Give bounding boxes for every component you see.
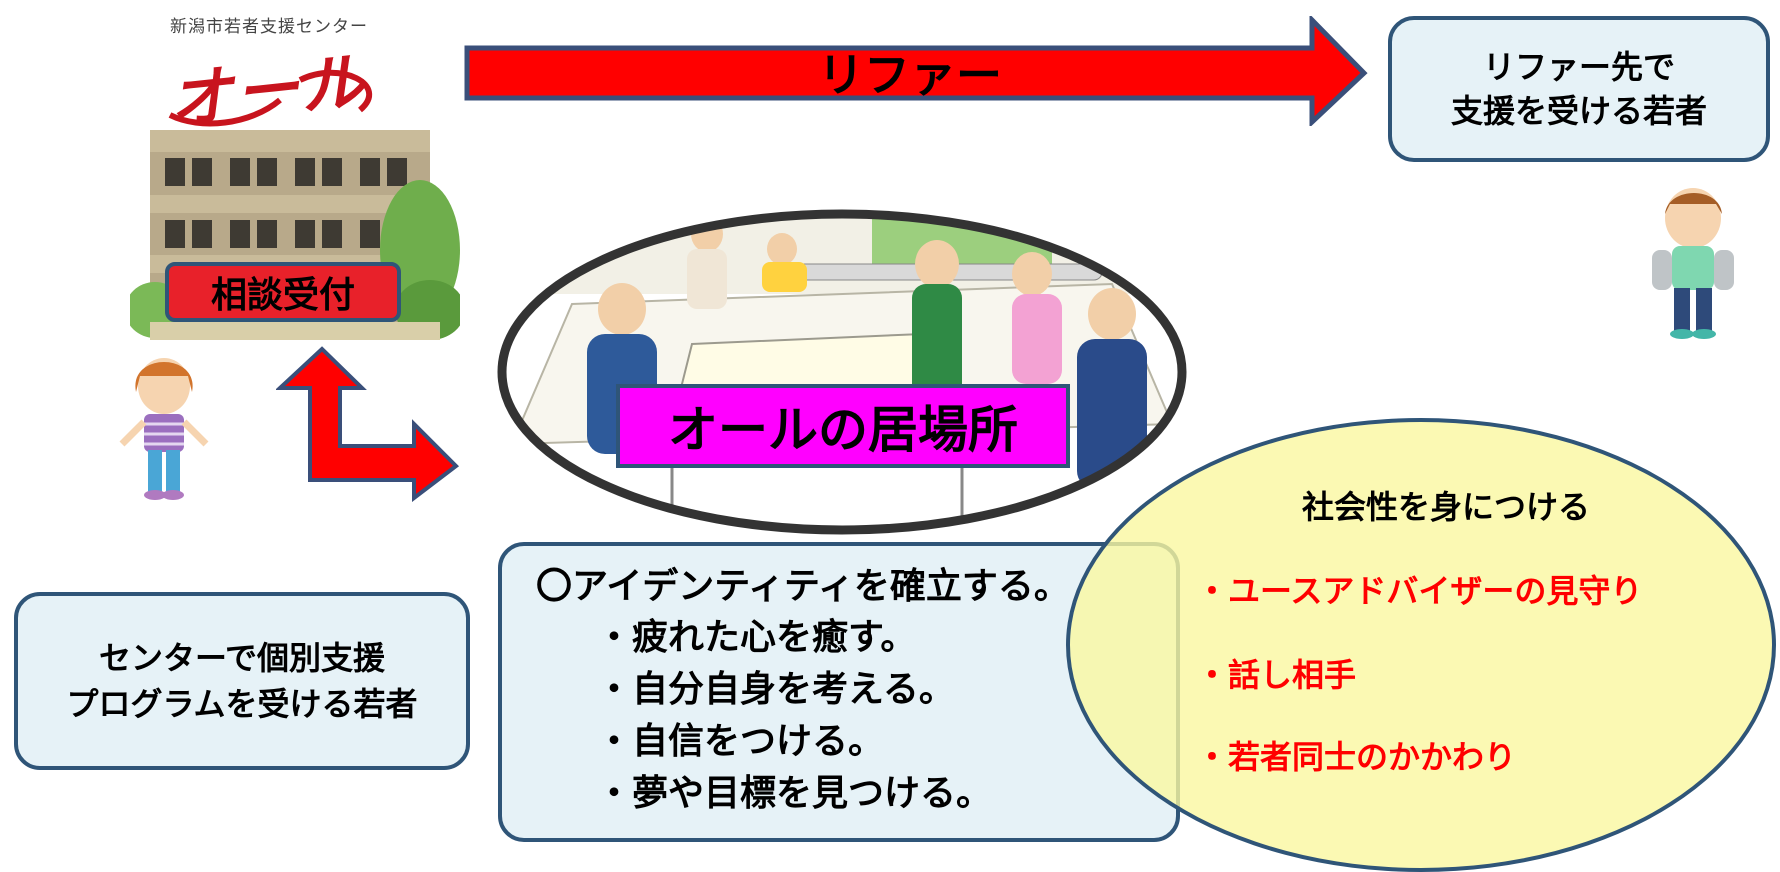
refer-destination-box: リファー先で 支援を受ける若者 [1388, 16, 1770, 162]
identity-item: ・疲れた心を癒す。 [596, 617, 917, 658]
reception-badge: 相談受付 [165, 262, 401, 322]
logo-swoosh [168, 69, 372, 127]
center-support-box: センターで個別支援 プログラムを受ける若者 [14, 592, 470, 770]
social-item: ・若者同士のかかわり [1196, 738, 1517, 776]
social-item: ・話し相手 [1196, 656, 1357, 694]
identity-heading: 〇アイデンティティを確立する。 [536, 566, 1070, 607]
social-ellipse [1066, 418, 1776, 872]
identity-item: ・自分自身を考える。 [596, 669, 955, 710]
identity-item: ・自信をつける。 [596, 721, 885, 762]
refer-box-line2: 支援を受ける若者 [1450, 92, 1707, 130]
social-title: 社会性を身につける [1301, 488, 1590, 526]
ibasho-label: オールの居場所 [668, 401, 1018, 459]
classroom-scene [497, 209, 1187, 535]
center-name: 新潟市若者支援センター [170, 17, 368, 37]
social-item: ・ユースアドバイザーの見守り [1196, 572, 1643, 610]
refer-label: リファー [818, 48, 1002, 102]
center-support-line1: センターで個別支援 [98, 639, 386, 677]
refer-arrow [464, 16, 1368, 126]
identity-item: ・夢や目標を見つける。 [596, 773, 993, 814]
boy-figure [1652, 188, 1734, 339]
reception-label: 相談受付 [210, 275, 355, 316]
identity-box: 〇アイデンティティを確立する。 ・疲れた心を癒す。 ・自分自身を考える。 ・自信… [498, 542, 1180, 842]
refer-box-line1: リファー先で [1482, 48, 1675, 86]
center-support-line2: プログラムを受ける若者 [66, 685, 418, 723]
ibasho-label-box: オールの居場所 [616, 384, 1070, 468]
bent-arrow [276, 346, 460, 502]
girl-figure [119, 358, 209, 500]
